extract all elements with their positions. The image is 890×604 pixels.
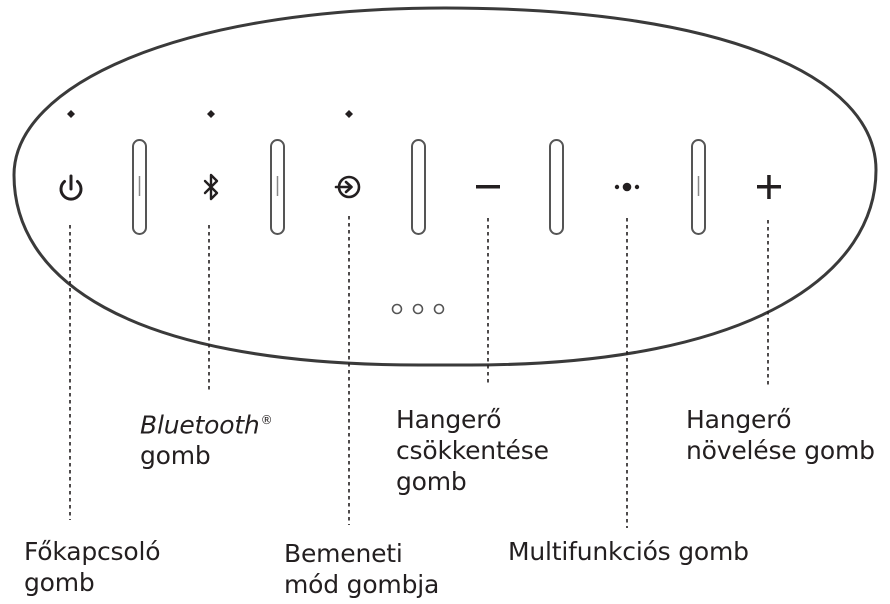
multifunction-button-label: Multifunkciós gomb xyxy=(508,536,749,567)
volume-down-label-line2: csökkentése xyxy=(396,436,549,465)
plus-icon[interactable] xyxy=(757,175,781,199)
button-separators xyxy=(132,139,706,235)
input-mode-button-label: Bemeneti mód gombja xyxy=(284,538,439,600)
bluetooth-icon[interactable] xyxy=(203,173,219,201)
bluetooth-trademark: ® xyxy=(260,413,273,427)
multifunction-dots-icon[interactable] xyxy=(614,182,640,192)
power-label-line2: gomb xyxy=(24,568,95,597)
multifunction-label-line1: Multifunkciós gomb xyxy=(508,537,749,566)
bluetooth-button-label: Bluetooth® gomb xyxy=(140,405,273,471)
input-indicator-light xyxy=(345,110,353,118)
input-mode-icon[interactable] xyxy=(334,175,361,199)
power-label-line1: Főkapcsoló xyxy=(24,537,161,566)
status-dots-icon xyxy=(391,303,445,315)
volume-down-label-line1: Hangerő xyxy=(396,405,502,434)
separator-2 xyxy=(270,139,285,235)
leader-lines xyxy=(69,216,769,528)
power-icon[interactable] xyxy=(59,174,83,201)
volume-up-button-label: Hangerő növelése gomb xyxy=(686,404,875,466)
volume-up-label-line2: növelése gomb xyxy=(686,436,875,465)
input-label-line1: Bemeneti xyxy=(284,539,403,568)
minus-icon[interactable] xyxy=(476,185,500,189)
bluetooth-indicator-light xyxy=(207,110,215,118)
volume-down-button-label: Hangerő csökkentése gomb xyxy=(396,404,549,497)
separator-5 xyxy=(691,139,706,235)
separator-1 xyxy=(132,139,147,235)
volume-down-label-line3: gomb xyxy=(396,467,467,496)
bluetooth-label-line1: Bluetooth xyxy=(140,410,260,440)
separator-4 xyxy=(549,139,564,235)
power-indicator-light xyxy=(67,110,75,118)
bluetooth-label-line2: gomb xyxy=(140,441,211,471)
separator-3 xyxy=(411,139,426,235)
input-label-line2: mód gombja xyxy=(284,570,440,599)
power-button-label: Főkapcsoló gomb xyxy=(24,536,161,598)
volume-up-label-line1: Hangerő xyxy=(686,405,792,434)
speaker-top-outline xyxy=(12,6,878,367)
